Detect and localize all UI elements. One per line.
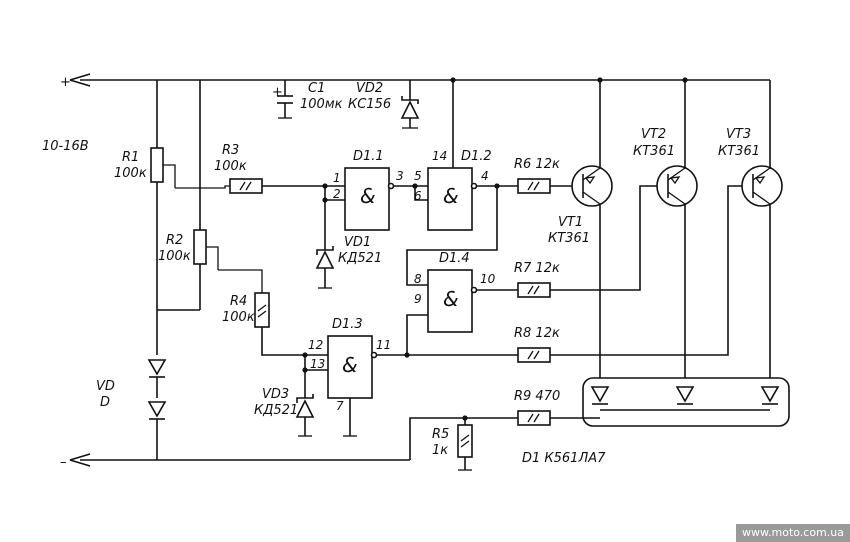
d1-2-pin-14: 14 — [432, 149, 447, 163]
r2-potentiometer — [193, 229, 263, 293]
positive-rail — [69, 73, 770, 87]
r1-potentiometer — [150, 147, 230, 189]
vt2-transistor — [656, 77, 698, 378]
d1-3-ref: D1.3 — [332, 317, 363, 332]
d1-4-ref: D1.4 — [439, 251, 470, 266]
vd2-type: КС156 — [348, 97, 391, 112]
r5-ref: R5 — [432, 427, 449, 442]
vd-sub: D — [100, 395, 110, 410]
d1-1-pin-1: 1 — [333, 171, 341, 185]
r1-value: 100к — [114, 166, 147, 181]
r2-value: 100к — [158, 249, 191, 264]
r8-resistor — [517, 185, 742, 363]
vd-diode-pair — [147, 359, 167, 425]
r7-resistor — [517, 185, 658, 298]
d1-1-pin-2: 2 — [333, 187, 341, 201]
c1-polarity: + — [272, 85, 283, 100]
vd3-ref: VD3 — [262, 387, 289, 402]
minus-sign: – — [60, 455, 67, 470]
r6-resistor — [517, 178, 572, 194]
d1-3-symbol: & — [342, 353, 358, 377]
r8-label: R8 12к — [514, 326, 560, 341]
d1-2-ref: D1.2 — [461, 149, 492, 164]
r6-label: R6 12к — [514, 157, 560, 172]
divider-wiring — [156, 80, 201, 460]
r2-ref: R2 — [166, 233, 183, 248]
d1-3-pin-12: 12 — [308, 338, 323, 352]
chip-note: D1 К561ЛА7 — [522, 451, 606, 466]
r4-value: 100к — [222, 310, 255, 325]
d1-4-symbol: & — [443, 287, 459, 311]
vd-ref: VD — [96, 379, 115, 394]
d1-3-pin-7: 7 — [336, 399, 344, 413]
website-watermark: www.moto.com.ua — [736, 524, 850, 542]
plus-sign: + — [60, 75, 71, 90]
gate-d1-3 — [302, 335, 518, 437]
r3-ref: R3 — [222, 143, 239, 158]
r1-ref: R1 — [122, 150, 139, 165]
gate-d1-1 — [322, 167, 428, 250]
c1-ref: C1 — [308, 81, 325, 96]
d1-2-symbol: & — [443, 184, 459, 208]
d1-1-ref: D1.1 — [353, 149, 384, 164]
d1-2-pin-5: 5 — [414, 169, 422, 183]
r7-label: R7 12к — [514, 261, 560, 276]
vt3-type: КТ361 — [718, 144, 760, 159]
d1-2-pin-4: 4 — [481, 169, 489, 183]
r4-resistor — [254, 292, 345, 356]
vt1-ref: VT1 — [558, 215, 583, 230]
d1-3-pin-13: 13 — [310, 357, 325, 371]
vt1-type: КТ361 — [548, 231, 590, 246]
c1-capacitor — [277, 80, 293, 119]
vt2-type: КТ361 — [633, 144, 675, 159]
c1-value: 100мк — [300, 97, 343, 112]
negative-rail — [69, 417, 530, 467]
d1-2-pin-6: 6 — [414, 189, 422, 203]
r3-resistor — [229, 178, 345, 194]
gate-d1-4 — [406, 269, 518, 355]
r4-ref: R4 — [230, 294, 247, 309]
d1-1-symbol: & — [360, 184, 376, 208]
vd2-ref: VD2 — [356, 81, 383, 96]
vt3-transistor — [741, 80, 783, 378]
r9-resistor — [462, 410, 600, 426]
vd3-diode — [295, 394, 315, 437]
d1-4-pin-8: 8 — [414, 272, 422, 286]
d1-3-pin-11: 11 — [376, 338, 391, 352]
r5-value: 1к — [432, 443, 448, 458]
vt2-ref: VT2 — [641, 127, 666, 142]
r9-label: R9 470 — [514, 389, 560, 404]
vd2-zener — [400, 80, 420, 129]
vd1-ref: VD1 — [344, 235, 371, 250]
vd1-type: КД521 — [338, 251, 382, 266]
vd3-type: КД521 — [254, 403, 298, 418]
d1-1-pin-3: 3 — [396, 169, 404, 183]
supply-voltage-label: 10-16В — [42, 139, 89, 154]
d1-4-pin-9: 9 — [414, 292, 422, 306]
d1-4-pin-10: 10 — [480, 272, 496, 286]
r5-resistor — [457, 418, 473, 471]
vt1-transistor — [571, 77, 613, 378]
vd1-diode — [315, 246, 335, 289]
led-bar — [582, 377, 790, 427]
r3-value: 100к — [214, 159, 247, 174]
gate-d1-2 — [406, 77, 518, 286]
vt3-ref: VT3 — [726, 127, 751, 142]
